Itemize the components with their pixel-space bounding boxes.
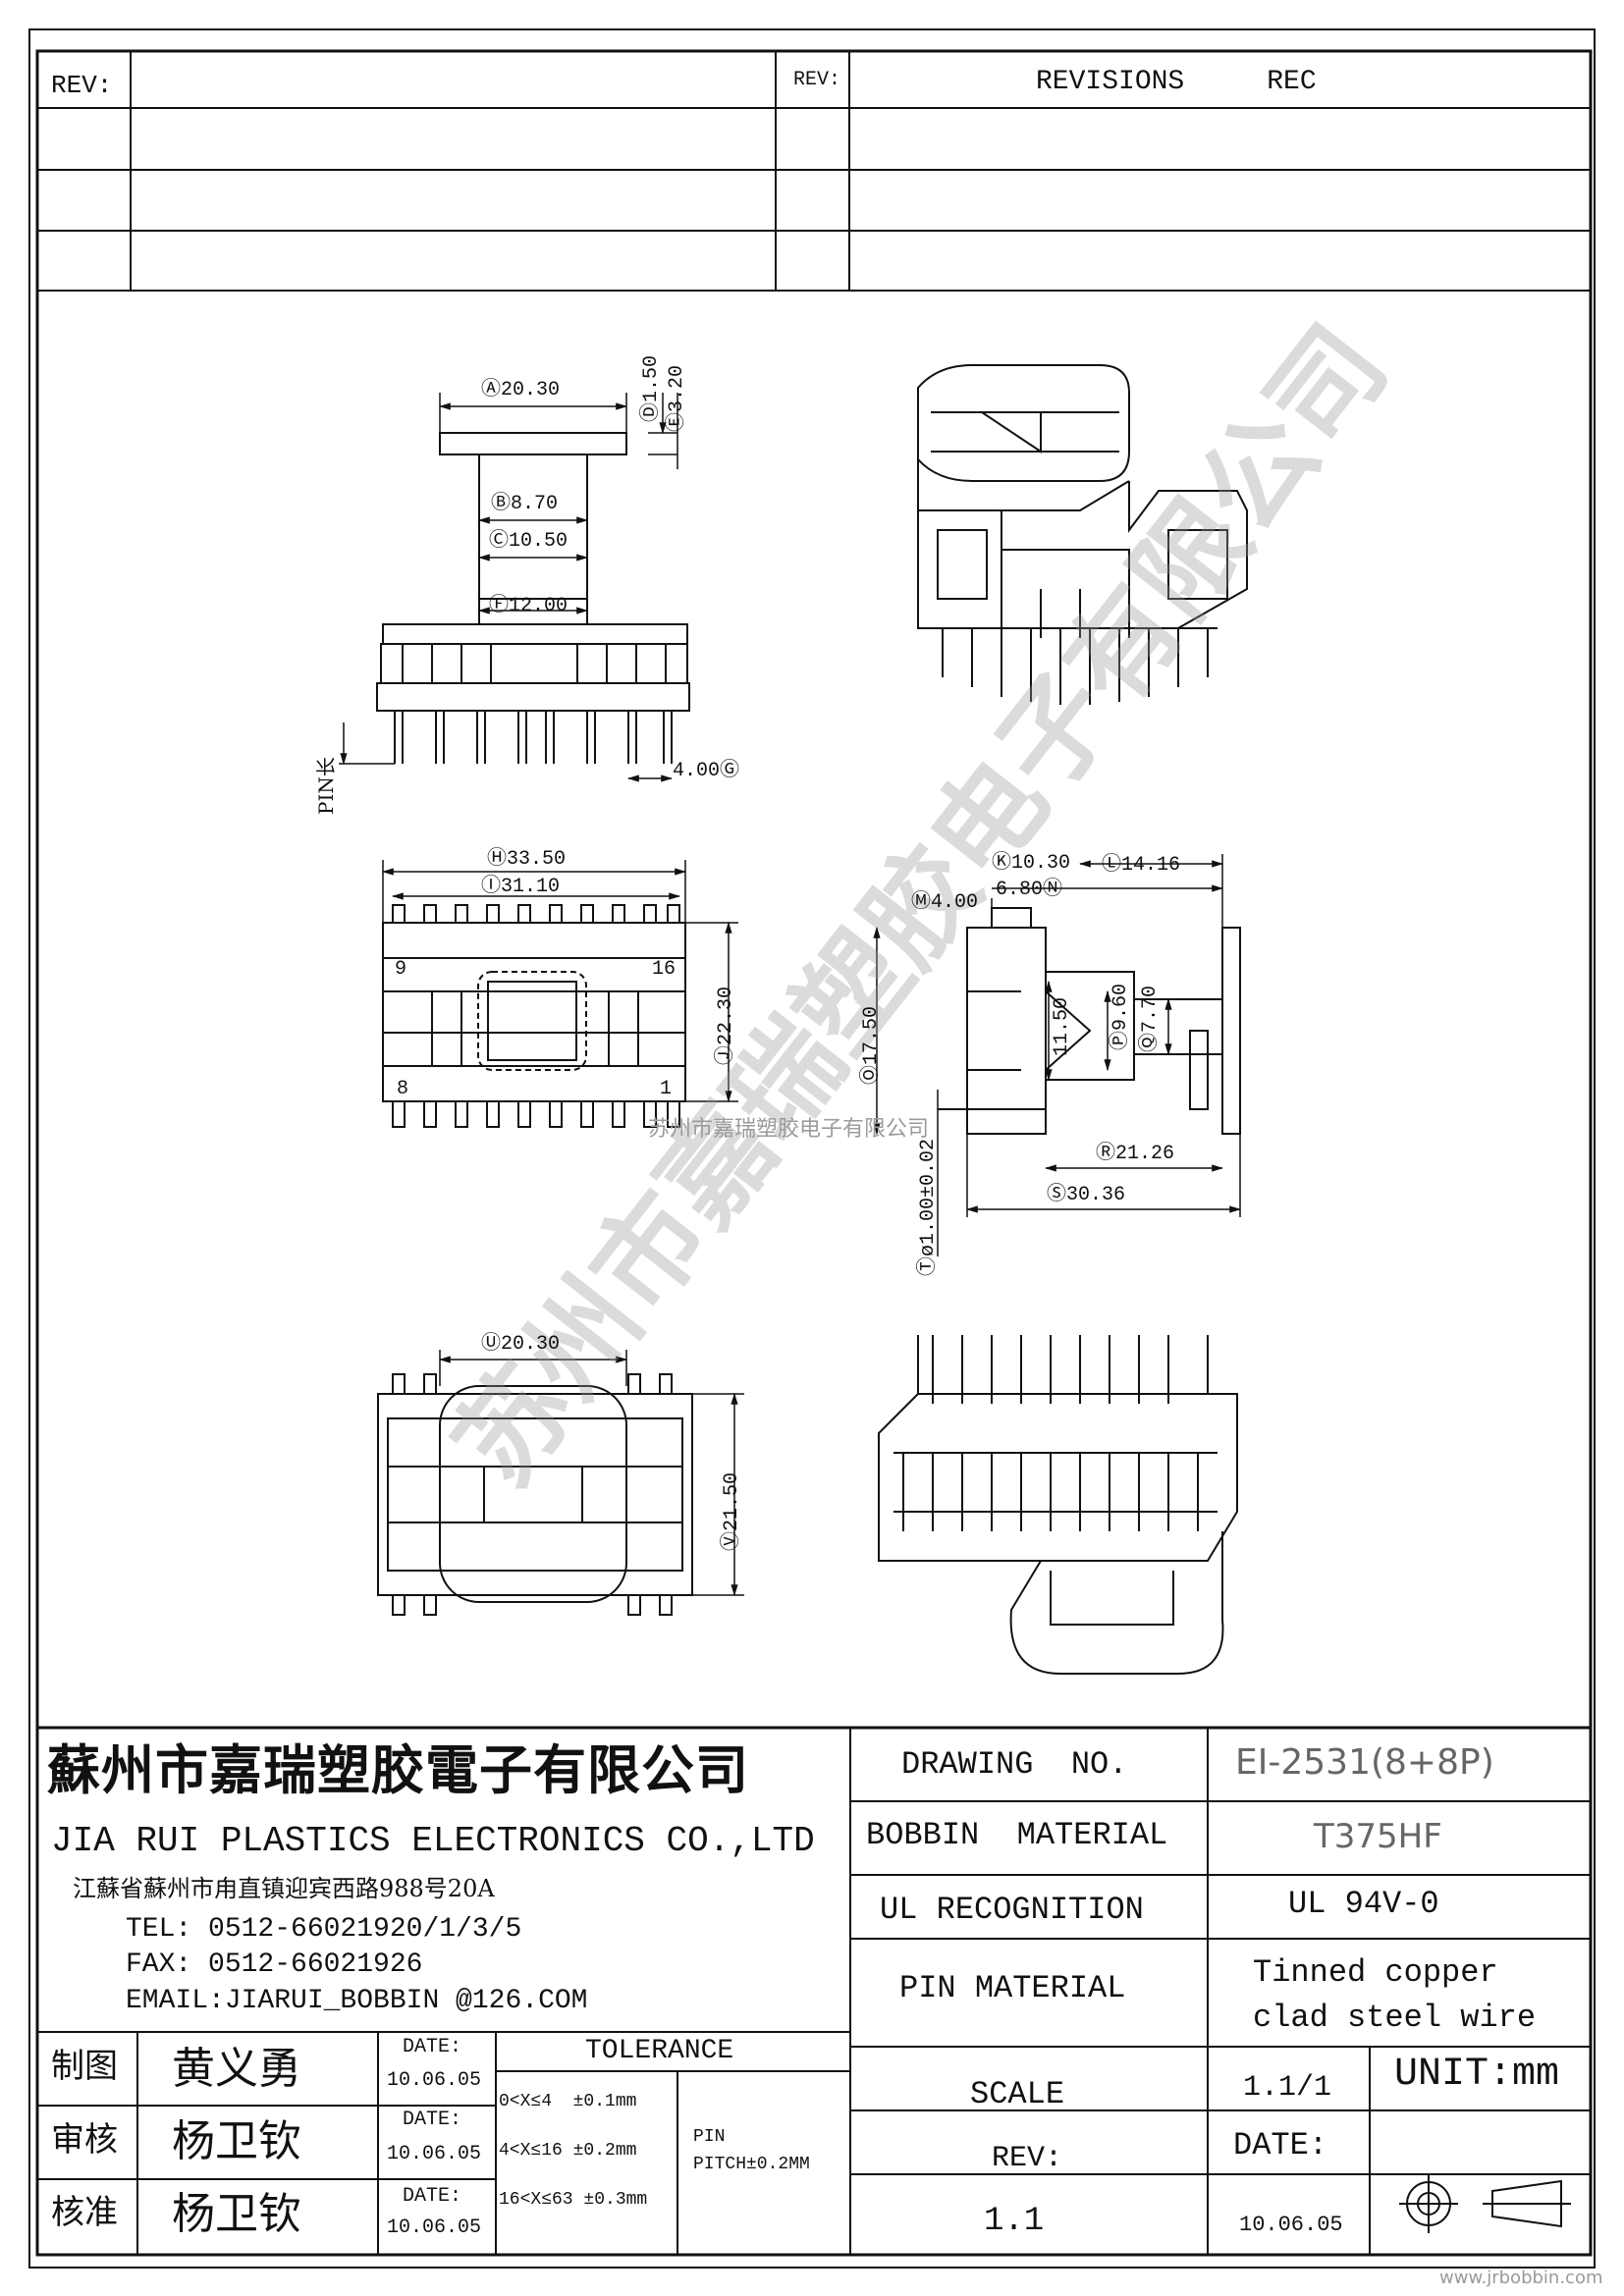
dim-u: Ⓤ20.30 — [481, 1333, 561, 1356]
dim-11-50: 11.50 — [1051, 996, 1073, 1056]
role-review: 审核 — [51, 2120, 118, 2160]
bobbin-material-label: BOBBIN MATERIAL — [866, 1817, 1168, 1853]
ul-label: UL RECOGNITION — [880, 1892, 1144, 1928]
inner-frame — [35, 49, 1593, 2257]
pin-1: 1 — [660, 1078, 673, 1100]
dim-k: Ⓚ10.30 — [992, 852, 1071, 875]
title-block — [37, 1726, 1591, 2255]
dim-c: Ⓒ10.50 — [489, 530, 568, 553]
pin-material-1: Tinned copper — [1253, 1954, 1498, 1991]
drawing-no: EI-2531(8+8P) — [1235, 1742, 1494, 1783]
drawing-no-label: DRAWING NO. — [901, 1746, 1128, 1783]
rev-label-left: REV: — [51, 71, 113, 100]
dim-f: Ⓕ12.00 — [489, 595, 568, 617]
pin-8: 8 — [397, 1078, 409, 1100]
site-url: www.jrbobbin.com — [1439, 2268, 1603, 2288]
dim-o: Ⓞ17.50 — [860, 1005, 883, 1085]
dim-n: 6.80Ⓝ — [996, 879, 1063, 901]
scale-label: SCALE — [970, 2076, 1065, 2112]
tolerance-row-1: 0<X≤4 ±0.1mm — [499, 2092, 637, 2111]
date-approve: 10.06.05 — [387, 2216, 482, 2239]
dim-j: Ⓙ22.30 — [715, 986, 737, 1065]
bottom-view — [377, 1350, 744, 1616]
company-tel: TEL: 0512-66021920/1/3/5 — [126, 1914, 522, 1945]
pin-material-label: PIN MATERIAL — [899, 1970, 1126, 2006]
dim-l: Ⓛ14.16 — [1102, 854, 1181, 877]
date: 10.06.05 — [1239, 2213, 1343, 2237]
date-draw: 10.06.05 — [387, 2069, 482, 2092]
dim-v: Ⓥ21.50 — [721, 1471, 743, 1551]
dim-d: Ⓓ1.50 — [640, 354, 663, 422]
iso-view-bottom — [878, 1335, 1238, 1675]
company-name-cn: 蘇州市嘉瑞塑胶電子有限公司 — [47, 1738, 749, 1801]
company-name-en: JIA RUI PLASTICS ELECTRONICS CO.,LTD — [51, 1821, 815, 1861]
pin-9: 9 — [395, 958, 407, 981]
name-draw: 黄义勇 — [172, 2044, 301, 2094]
dim-a: Ⓐ20.30 — [481, 379, 561, 401]
dim-r: Ⓡ21.26 — [1096, 1143, 1175, 1165]
revisions-table — [37, 51, 1591, 292]
tolerance-row-3: 16<X≤63 ±0.3mm — [499, 2190, 648, 2210]
date-label-draw: DATE: — [403, 2036, 462, 2058]
dim-q: Ⓠ7.70 — [1139, 985, 1162, 1052]
role-approve: 核准 — [51, 2193, 118, 2232]
dim-s: Ⓢ30.36 — [1047, 1184, 1126, 1206]
bobbin-material: T375HF — [1314, 1817, 1442, 1856]
dim-e: Ⓔ3.20 — [666, 364, 688, 432]
outer-frame — [28, 28, 1596, 2269]
side-view — [873, 854, 1242, 1256]
unit: UNIT:mm — [1394, 2053, 1560, 2097]
dim-b: Ⓑ8.70 — [491, 493, 559, 515]
dim-m: Ⓜ4.00 — [911, 891, 979, 914]
name-review: 杨卫钦 — [172, 2116, 301, 2166]
company-fax: FAX: 0512-66021926 — [126, 1949, 423, 1980]
iso-view-top — [917, 364, 1248, 705]
front-view — [339, 393, 690, 782]
tolerance-row-2: 4<X≤16 ±0.2mm — [499, 2141, 637, 2161]
dim-h: Ⓗ33.50 — [487, 848, 567, 871]
pin-material-2: clad steel wire — [1253, 2000, 1537, 2036]
pin-length-label: PIN长 — [314, 757, 338, 815]
dim-g: 4.00Ⓖ — [673, 760, 740, 782]
tolerance-title: TOLERANCE — [585, 2036, 734, 2066]
dim-t: Ⓣø1.00±0.02 — [917, 1138, 940, 1276]
top-view — [381, 860, 738, 1128]
dim-i: Ⓘ31.10 — [481, 876, 561, 898]
dim-p: Ⓟ9.60 — [1110, 983, 1132, 1050]
company-address: 江蘇省蘇州市甪直镇迎宾西路988号20A — [73, 1875, 495, 1902]
date-label-review: DATE: — [403, 2109, 462, 2131]
pin-16: 16 — [652, 958, 677, 981]
rev-label: REV: — [992, 2142, 1063, 2175]
name-approve: 杨卫钦 — [172, 2189, 301, 2239]
revisions-header: REVISIONS REC — [1036, 67, 1317, 97]
role-draw: 制图 — [51, 2047, 118, 2086]
pin-label: PIN — [693, 2127, 726, 2147]
date-review: 10.06.05 — [387, 2143, 482, 2165]
scale: 1.1/1 — [1243, 2071, 1332, 2105]
pin-pitch: PITCH±0.2MM — [693, 2155, 810, 2174]
date-label: DATE: — [1233, 2127, 1328, 2163]
company-email: EMAIL:JIARUI_BOBBIN @126.COM — [126, 1986, 588, 2016]
rev: 1.1 — [984, 2203, 1045, 2240]
date-label-approve: DATE: — [403, 2185, 462, 2208]
rev-label-right: REV: — [793, 69, 841, 91]
watermark-center: 苏州市嘉瑞塑胶电子有限公司 — [648, 1117, 930, 1142]
ul-value: UL 94V-0 — [1288, 1886, 1439, 1922]
